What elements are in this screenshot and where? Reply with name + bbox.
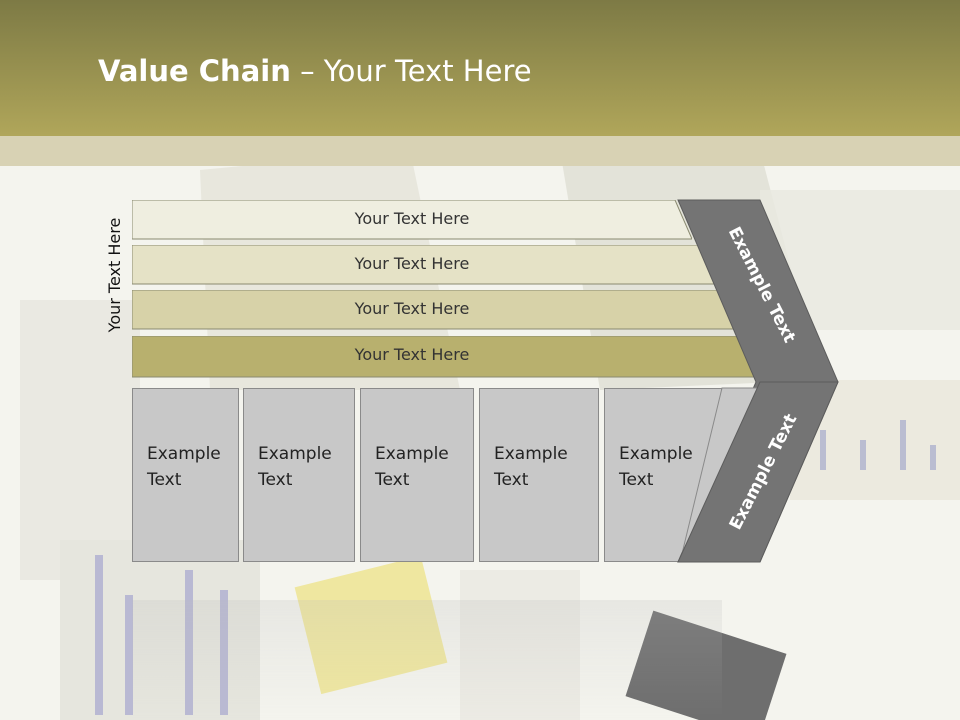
box-2-line2: Text bbox=[258, 470, 293, 490]
title-rest: – Your Text Here bbox=[290, 54, 532, 88]
header-subband bbox=[0, 136, 960, 166]
box-4-line2: Text bbox=[494, 470, 529, 490]
row-3-label: Your Text Here bbox=[354, 299, 470, 318]
box-2-line1: Example bbox=[258, 444, 332, 464]
row-2-label: Your Text Here bbox=[354, 254, 470, 273]
box-3-line1: Example bbox=[375, 444, 449, 464]
box-5-line2: Text bbox=[619, 470, 654, 490]
row-4-label: Your Text Here bbox=[354, 345, 470, 364]
box-1-line2: Text bbox=[147, 470, 182, 490]
box-3: Example Text bbox=[360, 388, 474, 562]
box-4-line1: Example bbox=[494, 444, 568, 464]
box-4: Example Text bbox=[479, 388, 599, 562]
box-1: Example Text bbox=[132, 388, 239, 562]
reflection bbox=[0, 600, 960, 720]
row-1-label: Your Text Here bbox=[354, 209, 470, 228]
title-bold: Value Chain bbox=[98, 54, 291, 88]
box-5-line1: Example bbox=[619, 444, 693, 464]
box-2: Example Text bbox=[243, 388, 355, 562]
page-title: Value Chain – Your Text Here bbox=[98, 54, 532, 88]
box-1-line1: Example bbox=[147, 444, 221, 464]
header-band bbox=[0, 0, 960, 136]
box-3-line2: Text bbox=[375, 470, 410, 490]
